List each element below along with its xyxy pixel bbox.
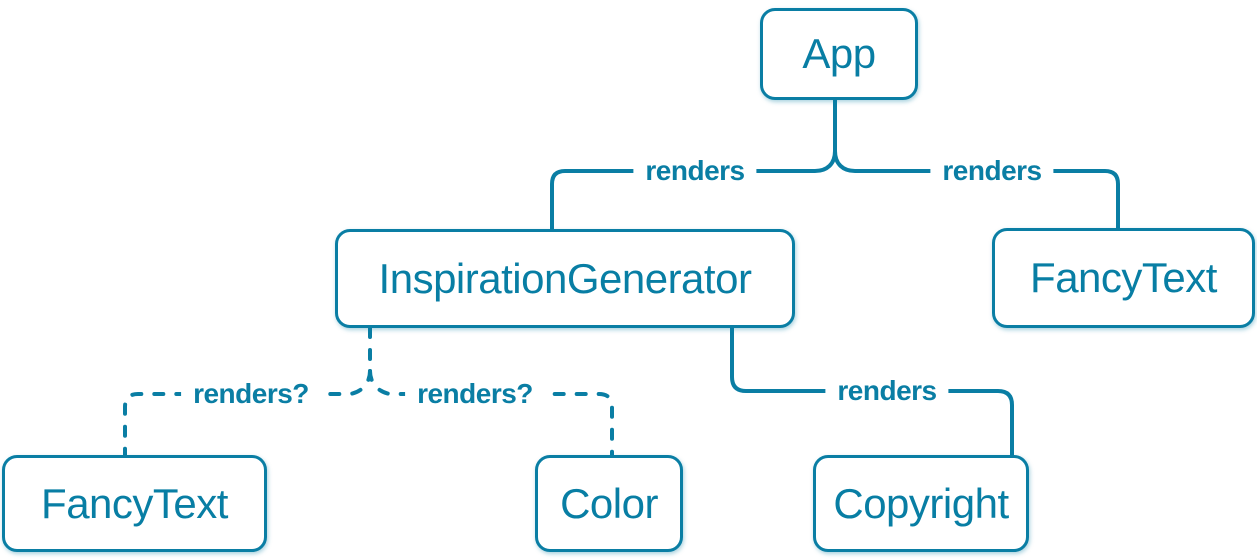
edge-label-app-renders-fancytext: renders xyxy=(930,153,1054,189)
node-fancy-text-bottom: FancyText xyxy=(2,455,267,552)
node-inspiration-generator: InspirationGenerator xyxy=(335,229,795,328)
edge-label-inspirationgenerator-renders-color-conditional: renders? xyxy=(405,376,545,412)
node-app: App xyxy=(760,8,918,100)
node-copyright: Copyright xyxy=(813,455,1029,552)
edge-app-to-fancytext-line xyxy=(833,149,1120,231)
node-fancy-text-top: FancyText xyxy=(992,228,1255,328)
edge-label-inspirationgenerator-renders-fancytext-conditional: renders? xyxy=(181,376,321,412)
edge-inspirationgenerator-to-fancytext-dashed-line xyxy=(123,369,372,458)
edge-inspirationgenerator-to-color-dashed-line xyxy=(368,369,614,458)
edge-label-app-renders-inspirationgenerator: renders xyxy=(633,153,757,189)
edge-label-inspirationgenerator-renders-copyright: renders xyxy=(825,373,949,409)
node-color: Color xyxy=(535,455,683,552)
